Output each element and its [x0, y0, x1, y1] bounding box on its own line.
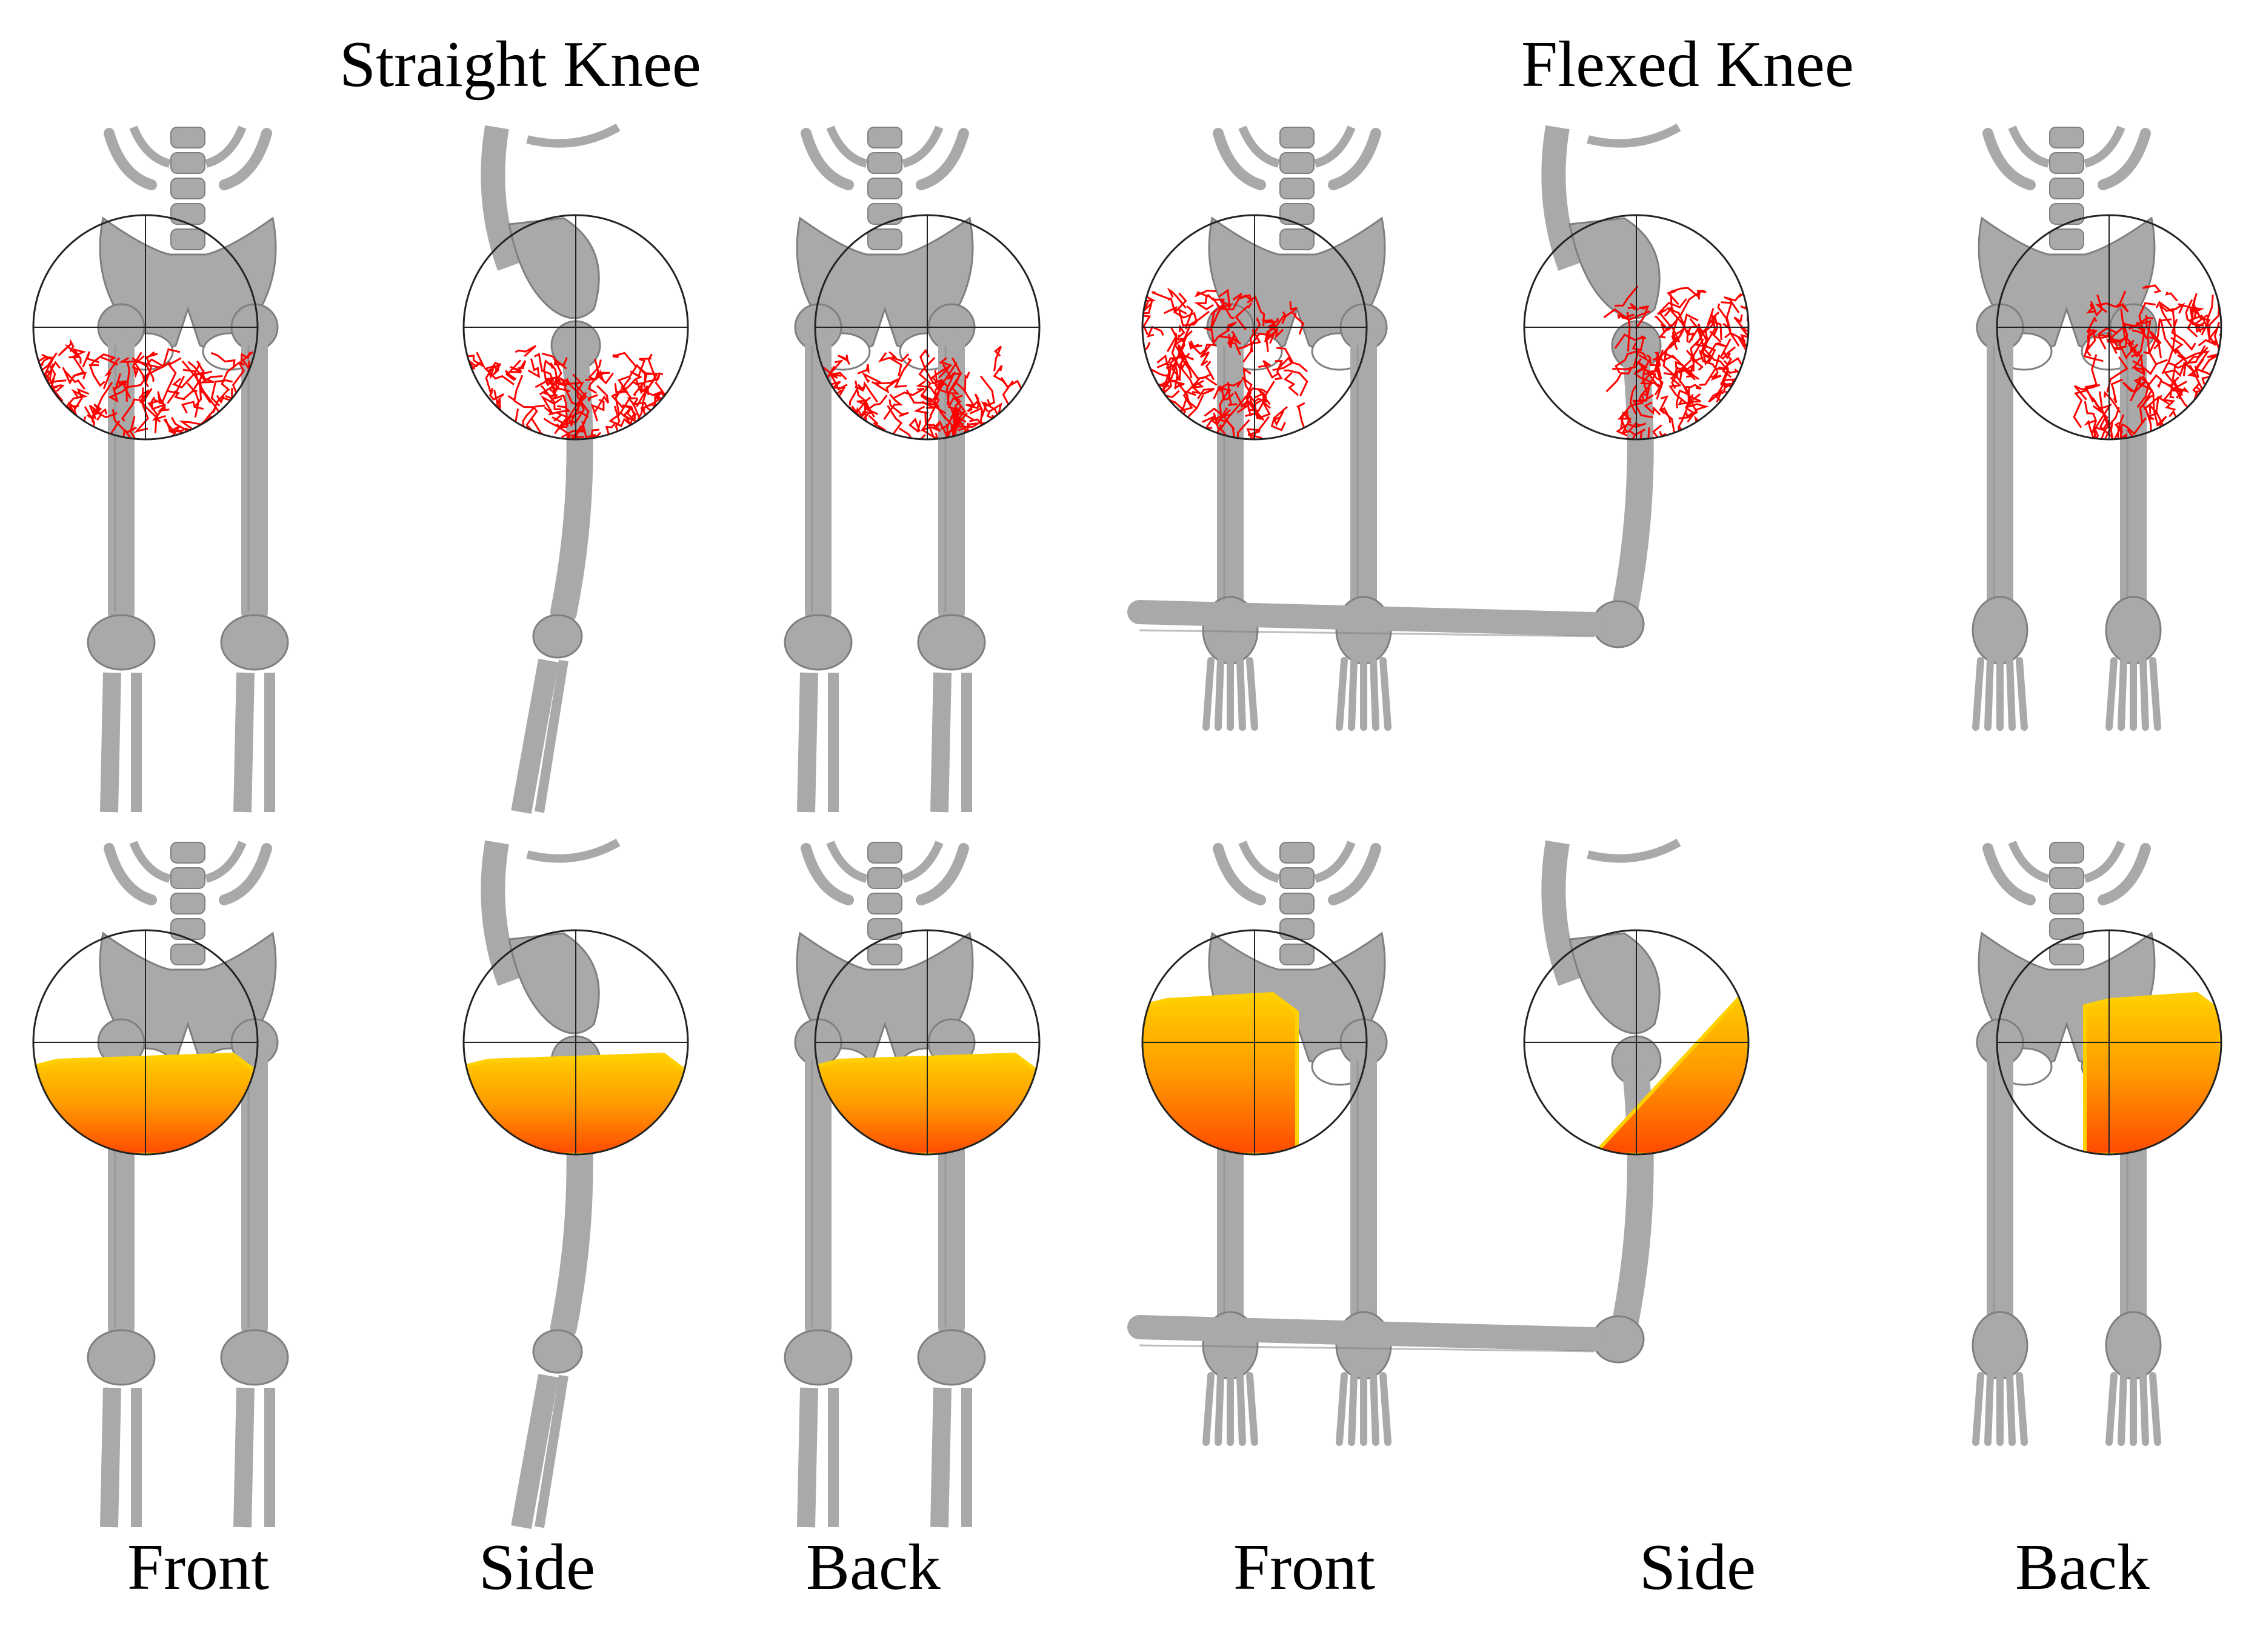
title-flexed-knee: Flexed Knee	[1521, 28, 1854, 101]
caption-straight-back: Back	[806, 1531, 941, 1604]
panel-straight-back-trajectories	[727, 125, 1042, 813]
skeleton-front-view	[32, 841, 289, 1528]
workspace-area	[1142, 991, 1299, 1154]
caption-straight-front: Front	[127, 1531, 270, 1604]
skeleton-back-view	[1972, 841, 2222, 1446]
workspace-area	[2083, 991, 2221, 1154]
panel-straight-back-regions	[727, 841, 1042, 1528]
panel-straight-side-regions	[418, 838, 733, 1530]
skeleton-back-view	[1972, 125, 2222, 731]
panel-flexed-front-regions	[1139, 841, 1455, 1527]
caption-flexed-side: Side	[1639, 1531, 1756, 1604]
panel-flexed-front-trajectories	[1139, 125, 1455, 812]
skeleton-front-view	[1141, 125, 1392, 731]
skeleton-back-view	[784, 841, 1041, 1528]
skeleton-front-view	[32, 125, 289, 813]
panel-straight-front-regions	[30, 841, 345, 1528]
panel-flexed-back-trajectories	[1909, 125, 2224, 812]
workspace-lines	[2073, 284, 2221, 439]
skeleton-side-view	[1127, 123, 1750, 648]
panel-flexed-side-regions	[1127, 838, 1794, 1527]
caption-straight-side: Side	[479, 1531, 596, 1604]
panel-flexed-side-trajectories	[1127, 123, 1794, 812]
skeleton-back-view	[784, 125, 1041, 813]
skeleton-side-view	[462, 838, 689, 1530]
title-straight-knee: Straight Knee	[339, 28, 701, 101]
panel-flexed-back-regions	[1909, 841, 2224, 1527]
caption-flexed-front: Front	[1233, 1531, 1376, 1604]
skeleton-side-view	[1127, 838, 1750, 1364]
panel-straight-side-trajectories	[418, 123, 733, 814]
caption-flexed-back: Back	[2015, 1531, 2150, 1604]
skeleton-front-view	[1141, 841, 1392, 1446]
panel-straight-front-trajectories	[30, 125, 345, 813]
skeleton-side-view	[462, 123, 689, 814]
workspace-area	[1590, 983, 1748, 1154]
